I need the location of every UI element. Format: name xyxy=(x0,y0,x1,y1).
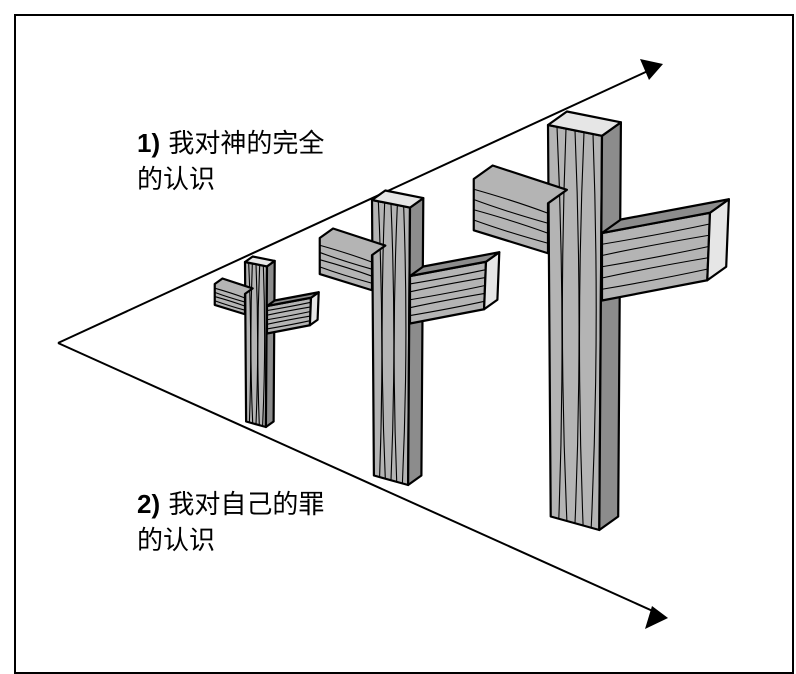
cross-icon xyxy=(318,189,501,487)
label-text-line2: 的认识 xyxy=(137,526,216,556)
label-text-line1: 我对神的完全 xyxy=(168,129,325,159)
cross-icon xyxy=(213,255,320,429)
arrowhead-icon xyxy=(645,606,668,629)
cross-icon xyxy=(472,110,731,532)
label-text-line2: 的认识 xyxy=(137,165,216,195)
label-number: 1) xyxy=(137,128,161,158)
upper-line xyxy=(57,69,651,344)
label-number: 2) xyxy=(137,489,161,519)
label-knowledge-of-sin: 2) 我对自己的罪 的认识 xyxy=(137,486,324,559)
lower-line xyxy=(57,342,656,613)
arrowhead-icon xyxy=(640,59,663,80)
label-knowledge-of-god: 1) 我对神的完全 的认识 xyxy=(137,125,324,198)
label-text-line1: 我对自己的罪 xyxy=(168,490,325,520)
diagram-canvas xyxy=(57,59,731,629)
